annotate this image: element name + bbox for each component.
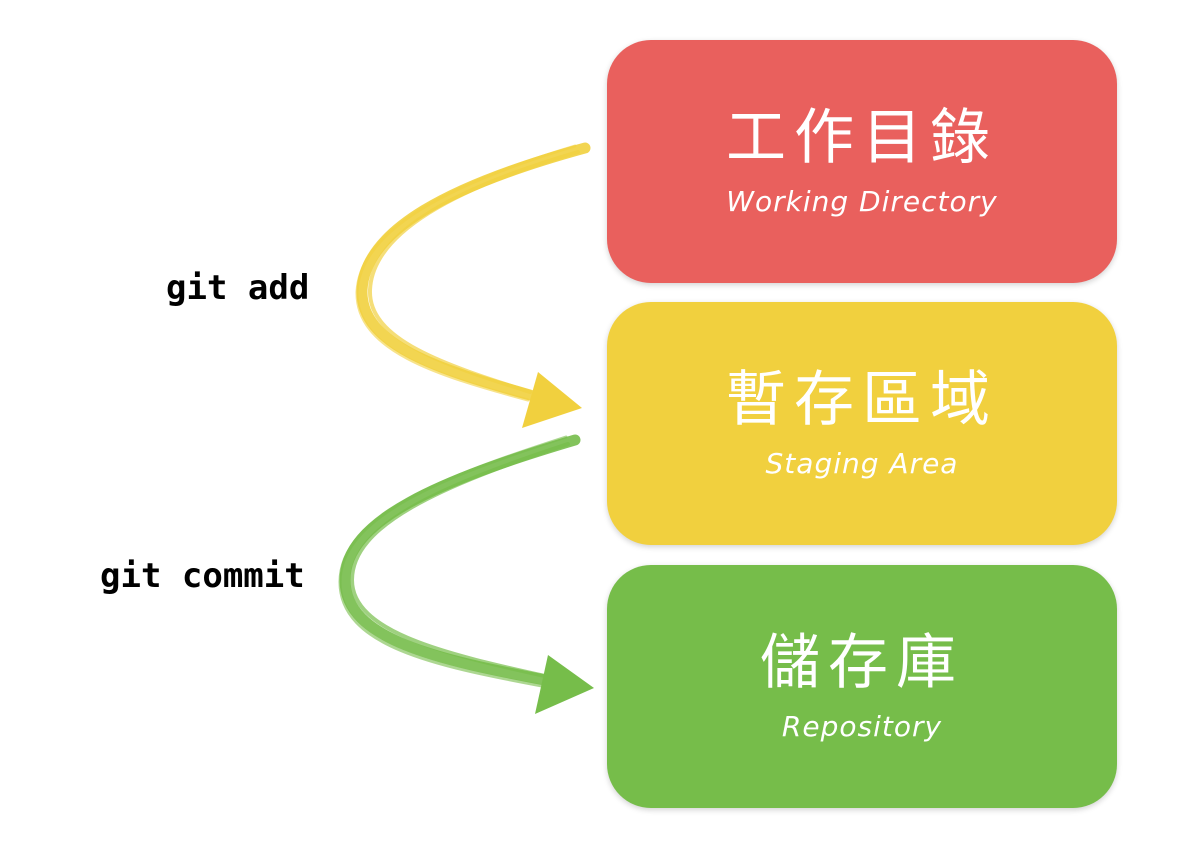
staging-area-title: 暫存區域 (726, 365, 998, 435)
staging-area-subtitle: Staging Area (765, 447, 959, 480)
repository-box: 儲存庫 Repository (607, 565, 1117, 808)
repository-title: 儲存庫 (760, 628, 964, 698)
git-commit-arrowhead (535, 655, 594, 714)
repository-subtitle: Repository (781, 710, 943, 743)
working-directory-box: 工作目錄 Working Directory (607, 40, 1117, 283)
git-add-label: git add (166, 268, 310, 308)
staging-area-box: 暫存區域 Staging Area (607, 302, 1117, 545)
git-add-arrowhead (522, 372, 582, 428)
git-commit-label: git commit (100, 556, 305, 596)
git-add-arrow (355, 142, 591, 402)
working-directory-title: 工作目錄 (726, 103, 998, 173)
working-directory-subtitle: Working Directory (726, 185, 998, 218)
git-commit-arrow (338, 434, 581, 688)
